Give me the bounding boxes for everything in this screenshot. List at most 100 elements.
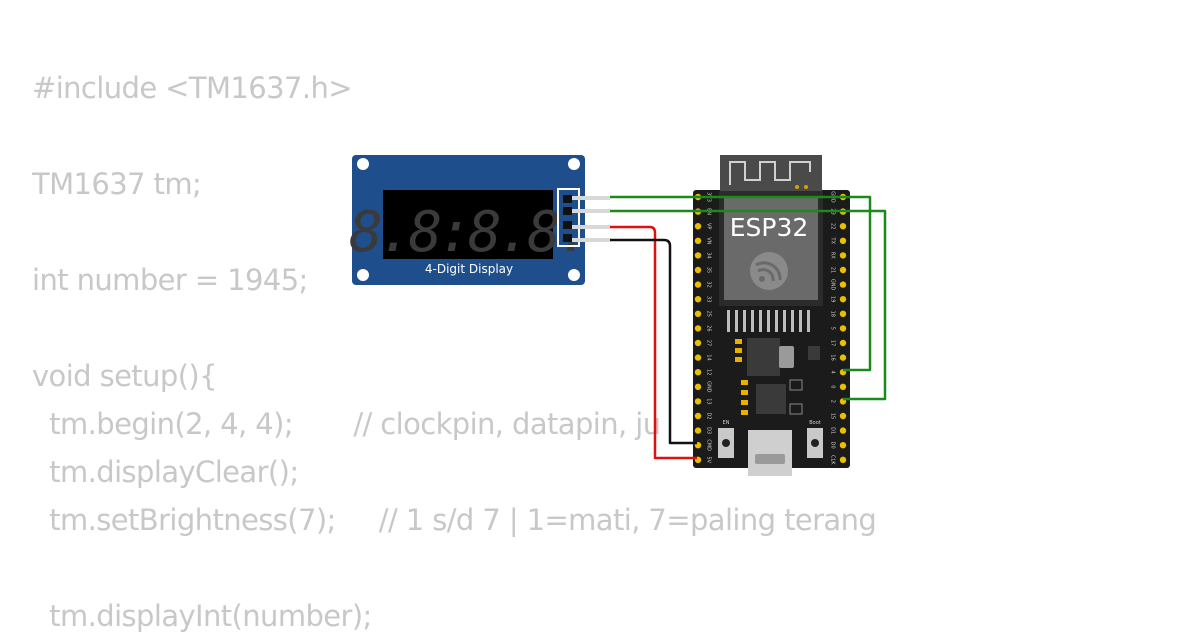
right-pin-label: 0: [830, 385, 836, 388]
code-line: tm.displayInt(number);: [32, 599, 372, 633]
mounting-hole: [357, 269, 369, 281]
code-line: TM1637 tm;: [32, 167, 202, 201]
right-pin-5[interactable]: [839, 325, 847, 332]
left-pin-26[interactable]: [694, 325, 702, 332]
left-pin-label: 5V: [706, 456, 712, 463]
seven-segment-window: [383, 190, 553, 259]
smd-component: [741, 390, 748, 395]
left-pin-32[interactable]: [694, 281, 702, 288]
left-pin-35[interactable]: [694, 266, 702, 274]
tm1637-display-module[interactable]: 8.8:8.8. 4-Digit Display: [349, 155, 610, 285]
left-pin-label: 26: [706, 325, 712, 331]
esp32-board[interactable]: ESP32 EN Boot: [693, 155, 850, 476]
left-pin-label: 13: [706, 398, 712, 404]
right-pin-gnd[interactable]: [839, 281, 847, 288]
right-pin-d0[interactable]: [839, 442, 847, 449]
right-pin-19[interactable]: [839, 296, 847, 303]
mounting-hole: [568, 158, 580, 170]
usb-uart-chip: [756, 384, 786, 414]
right-pin-21[interactable]: [839, 266, 847, 274]
wire-dio[interactable]: [610, 209, 887, 401]
left-pin-label: 33: [706, 296, 712, 302]
right-pin-label: 19: [830, 296, 836, 302]
left-pin-d2[interactable]: [694, 412, 702, 420]
right-pin-label: GND: [830, 279, 836, 291]
right-pin-17[interactable]: [839, 339, 847, 347]
left-pin-27[interactable]: [694, 339, 702, 347]
left-pin-label: VN: [706, 237, 712, 244]
voltage-regulator: [747, 338, 780, 376]
en-button-cap[interactable]: [722, 439, 730, 447]
left-pin-34[interactable]: [694, 252, 702, 259]
en-label: EN: [723, 420, 730, 426]
right-pin-d1[interactable]: [839, 427, 847, 434]
left-pin-13[interactable]: [694, 398, 702, 405]
left-pin-label: D2: [706, 412, 712, 419]
left-pin-label: D3: [706, 427, 712, 434]
header-pin[interactable]: [563, 221, 572, 229]
right-pin-label: 2: [830, 400, 836, 403]
right-pin-label: D0: [830, 442, 836, 449]
header-pin[interactable]: [563, 234, 572, 242]
right-pin-22[interactable]: [839, 223, 847, 230]
code-editor-text: #include <TM1637.h>TM1637 tm;int number …: [32, 64, 877, 640]
left-pin-vn[interactable]: [694, 237, 702, 244]
right-pin-label: 18: [830, 311, 836, 317]
espressif-logo-icon: [750, 252, 788, 290]
left-pin-label: 12: [706, 369, 712, 375]
code-line: void setup(){: [32, 359, 218, 393]
seven-segment-digits: 8.8:8.8.: [349, 200, 587, 265]
left-pin-label: 32: [706, 281, 712, 287]
pin-header: [557, 188, 580, 247]
right-pin-clk[interactable]: [839, 456, 847, 463]
usb-port-opening: [755, 454, 785, 464]
wire-clk[interactable]: [610, 195, 872, 372]
right-pin-tx[interactable]: [839, 237, 847, 244]
left-pin-14[interactable]: [694, 354, 702, 361]
left-pin-label: 27: [706, 340, 712, 346]
right-pin-label: CLK: [830, 455, 836, 465]
header-pin[interactable]: [563, 207, 572, 215]
antenna-pad: [795, 185, 799, 189]
left-pin-label: GND: [706, 381, 712, 393]
left-pin-label: 25: [706, 311, 712, 317]
header-pin[interactable]: [563, 195, 572, 203]
chip-label: ESP32: [730, 213, 809, 242]
boot-button-cap[interactable]: [811, 439, 819, 447]
left-pin-vp[interactable]: [694, 223, 702, 230]
left-pin-12[interactable]: [694, 369, 702, 376]
smd-component: [735, 339, 742, 344]
component: [789, 379, 803, 391]
pin-lead: [572, 196, 610, 200]
left-pin-label: 34: [706, 252, 712, 258]
right-pin-15[interactable]: [839, 412, 847, 420]
wires: [610, 195, 887, 460]
right-pin-0[interactable]: [839, 383, 847, 390]
micro-usb-connector[interactable]: [748, 430, 792, 476]
right-pin-label: 16: [830, 354, 836, 360]
right-pin-label: 21: [830, 267, 836, 273]
left-pin-label: CMD: [706, 439, 712, 451]
right-pin-18[interactable]: [839, 310, 847, 317]
left-pin-label: VP: [706, 223, 712, 229]
wire-gnd[interactable]: [610, 238, 697, 445]
right-pin-label: 22: [830, 223, 836, 229]
left-pin-d3[interactable]: [694, 427, 702, 434]
wire-vcc[interactable]: [610, 225, 697, 460]
left-pin-header: 3V3ENVPVN343532332526271412GND13D2D3CMD5…: [694, 192, 712, 464]
right-pin-16[interactable]: [839, 354, 847, 361]
smd-component: [735, 357, 742, 362]
smd-component: [735, 348, 742, 353]
left-pin-25[interactable]: [694, 310, 702, 317]
component: [789, 403, 803, 415]
left-pin-33[interactable]: [694, 296, 702, 303]
pin-lead: [572, 225, 610, 229]
right-pin-rx[interactable]: [839, 252, 847, 259]
module-castellations: [727, 310, 810, 332]
right-pin-label: D1: [830, 427, 836, 434]
left-pin-gnd[interactable]: [694, 383, 702, 390]
antenna-pad: [804, 185, 808, 189]
right-pin-label: 5: [830, 327, 836, 330]
left-pin-label: 14: [706, 354, 712, 360]
